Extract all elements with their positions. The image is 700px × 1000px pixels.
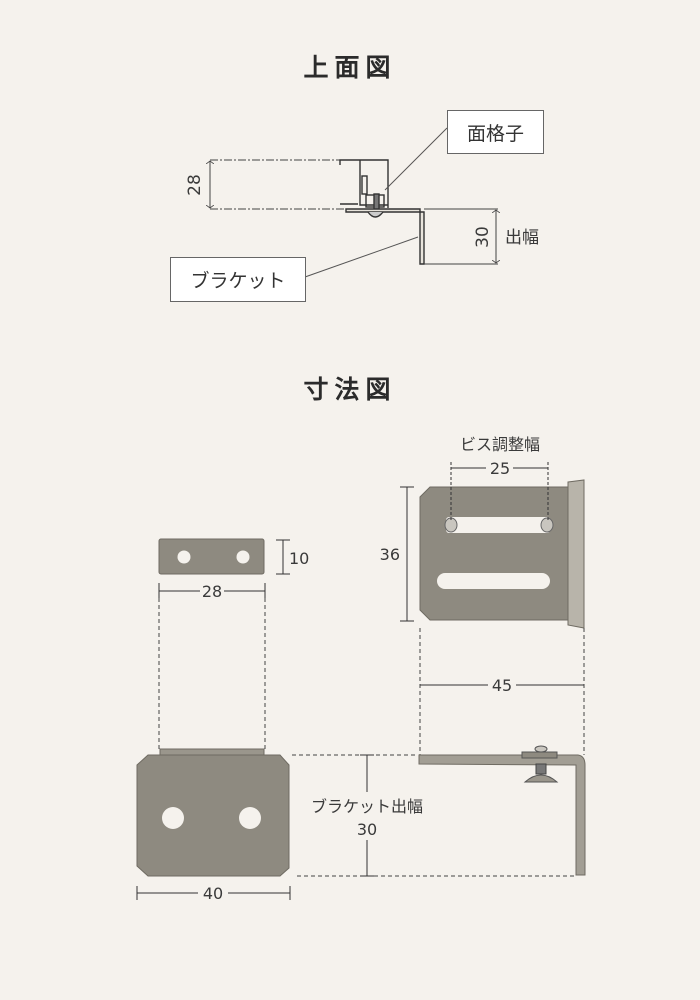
dim-label-36: 36 bbox=[380, 545, 400, 564]
screw-head bbox=[523, 774, 559, 783]
bracket-plate bbox=[136, 754, 290, 877]
screw-top bbox=[534, 745, 548, 753]
dimension-view-title: 寸法図 bbox=[303, 375, 397, 404]
lattice-profile bbox=[339, 159, 389, 213]
dim-label-10: 10 bbox=[289, 549, 309, 568]
lower-slot bbox=[437, 573, 550, 589]
bracket-side-flange bbox=[567, 479, 585, 629]
bracket-plate-hole bbox=[239, 807, 261, 829]
dim-label-28: 28 bbox=[185, 174, 205, 196]
bracket-side-drawing: ブラケット出幅 30 bbox=[292, 745, 586, 877]
bracket-plate-drawing: 40 bbox=[136, 748, 291, 903]
lattice-callout: 面格子 bbox=[447, 110, 544, 154]
top-view-title: 上面図 bbox=[303, 53, 397, 82]
bracket-front-plate bbox=[419, 486, 569, 621]
screw-adjust-label: ビス調整幅 bbox=[460, 435, 540, 454]
bracket-front-drawing: 25 ビス調整幅 36 45 bbox=[380, 435, 585, 755]
projection-label: 出幅 bbox=[505, 228, 539, 248]
adjust-slot bbox=[446, 517, 550, 533]
dim-label-25: 25 bbox=[490, 459, 510, 478]
bracket-plate-hole bbox=[162, 807, 184, 829]
bracket-callout: ブラケット bbox=[170, 257, 306, 302]
small-plate-hole bbox=[236, 550, 250, 564]
dim-label-28-plate: 28 bbox=[202, 582, 222, 601]
small-plate-drawing: 10 28 bbox=[158, 538, 309, 750]
lattice-leader bbox=[384, 127, 448, 191]
screw-thread bbox=[535, 763, 547, 775]
small-plate-hole bbox=[177, 550, 191, 564]
bracket-projection-label: ブラケット出幅 bbox=[311, 797, 423, 816]
bracket-profile bbox=[345, 208, 425, 265]
top-view-drawing: 28 30 出幅 bbox=[185, 127, 539, 278]
bracket-l-profile bbox=[418, 754, 586, 876]
dim-label-40: 40 bbox=[203, 884, 223, 903]
dim-label-45: 45 bbox=[492, 676, 512, 695]
dim-label-30: 30 bbox=[473, 226, 493, 248]
small-plate bbox=[158, 538, 265, 575]
screw-head-left bbox=[444, 517, 458, 533]
screw-head-right bbox=[540, 517, 554, 533]
bracket-leader bbox=[304, 236, 419, 278]
dim-label-30-bracket: 30 bbox=[357, 820, 377, 839]
